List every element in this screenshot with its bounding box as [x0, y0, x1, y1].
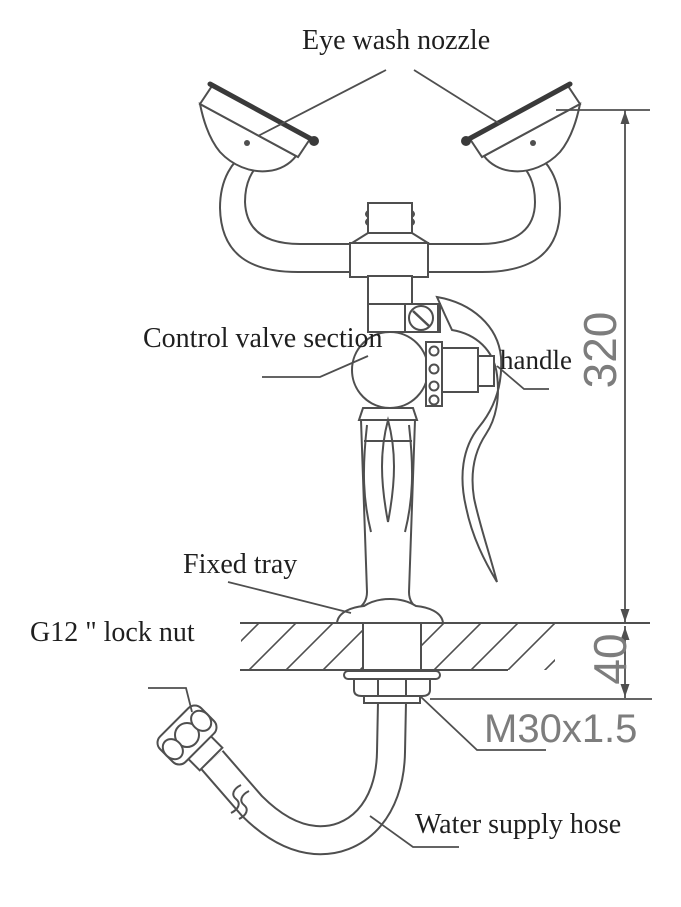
- threaded-stub: [367, 202, 413, 234]
- left-eye-wash-nozzle: [198, 81, 319, 173]
- leader-nozzle-left: [257, 69, 387, 137]
- handle-lever: [435, 295, 503, 583]
- nut-collar: [363, 695, 421, 704]
- label-water-supply-hose: Water supply hose: [415, 809, 622, 840]
- hose-lock-nut: [156, 704, 224, 772]
- water-supply-hose: [200, 701, 407, 856]
- m30-lock-nut: [353, 678, 431, 697]
- hose-break-mark: [230, 784, 242, 814]
- leader-handle: [496, 365, 549, 390]
- leader-control-valve: [262, 355, 369, 378]
- valve-body: [348, 202, 495, 409]
- counter-section: [240, 597, 650, 704]
- leader-thread-spec: [420, 696, 546, 751]
- leader-hose: [369, 815, 459, 848]
- label-lock-nut: G12 " lock nut: [30, 617, 195, 648]
- leader-nozzle-right: [413, 69, 501, 125]
- leader-lines: [148, 69, 549, 848]
- dimension-320: 320: [574, 311, 626, 389]
- hose-break-mark: [238, 790, 250, 820]
- fixed-tray-flange: [335, 597, 445, 624]
- right-eye-wash-nozzle: [461, 81, 582, 173]
- leader-fixed-tray: [227, 581, 352, 614]
- dimension-40: 40: [584, 633, 636, 685]
- label-fixed-tray: Fixed tray: [183, 549, 298, 580]
- washer: [343, 670, 441, 680]
- label-handle: handle: [500, 345, 572, 375]
- nozzle-arms: [218, 151, 562, 273]
- fluted-stem: [355, 407, 421, 611]
- leader-lock-nut: [148, 687, 193, 713]
- dimension-lines: [430, 109, 652, 700]
- label-control-valve-section: Control valve section: [143, 323, 383, 354]
- label-eye-wash-nozzle: Eye wash nozzle: [302, 25, 491, 56]
- dimension-m30x1-5: M30x1.5: [484, 707, 638, 751]
- mounting-shank: [363, 624, 421, 669]
